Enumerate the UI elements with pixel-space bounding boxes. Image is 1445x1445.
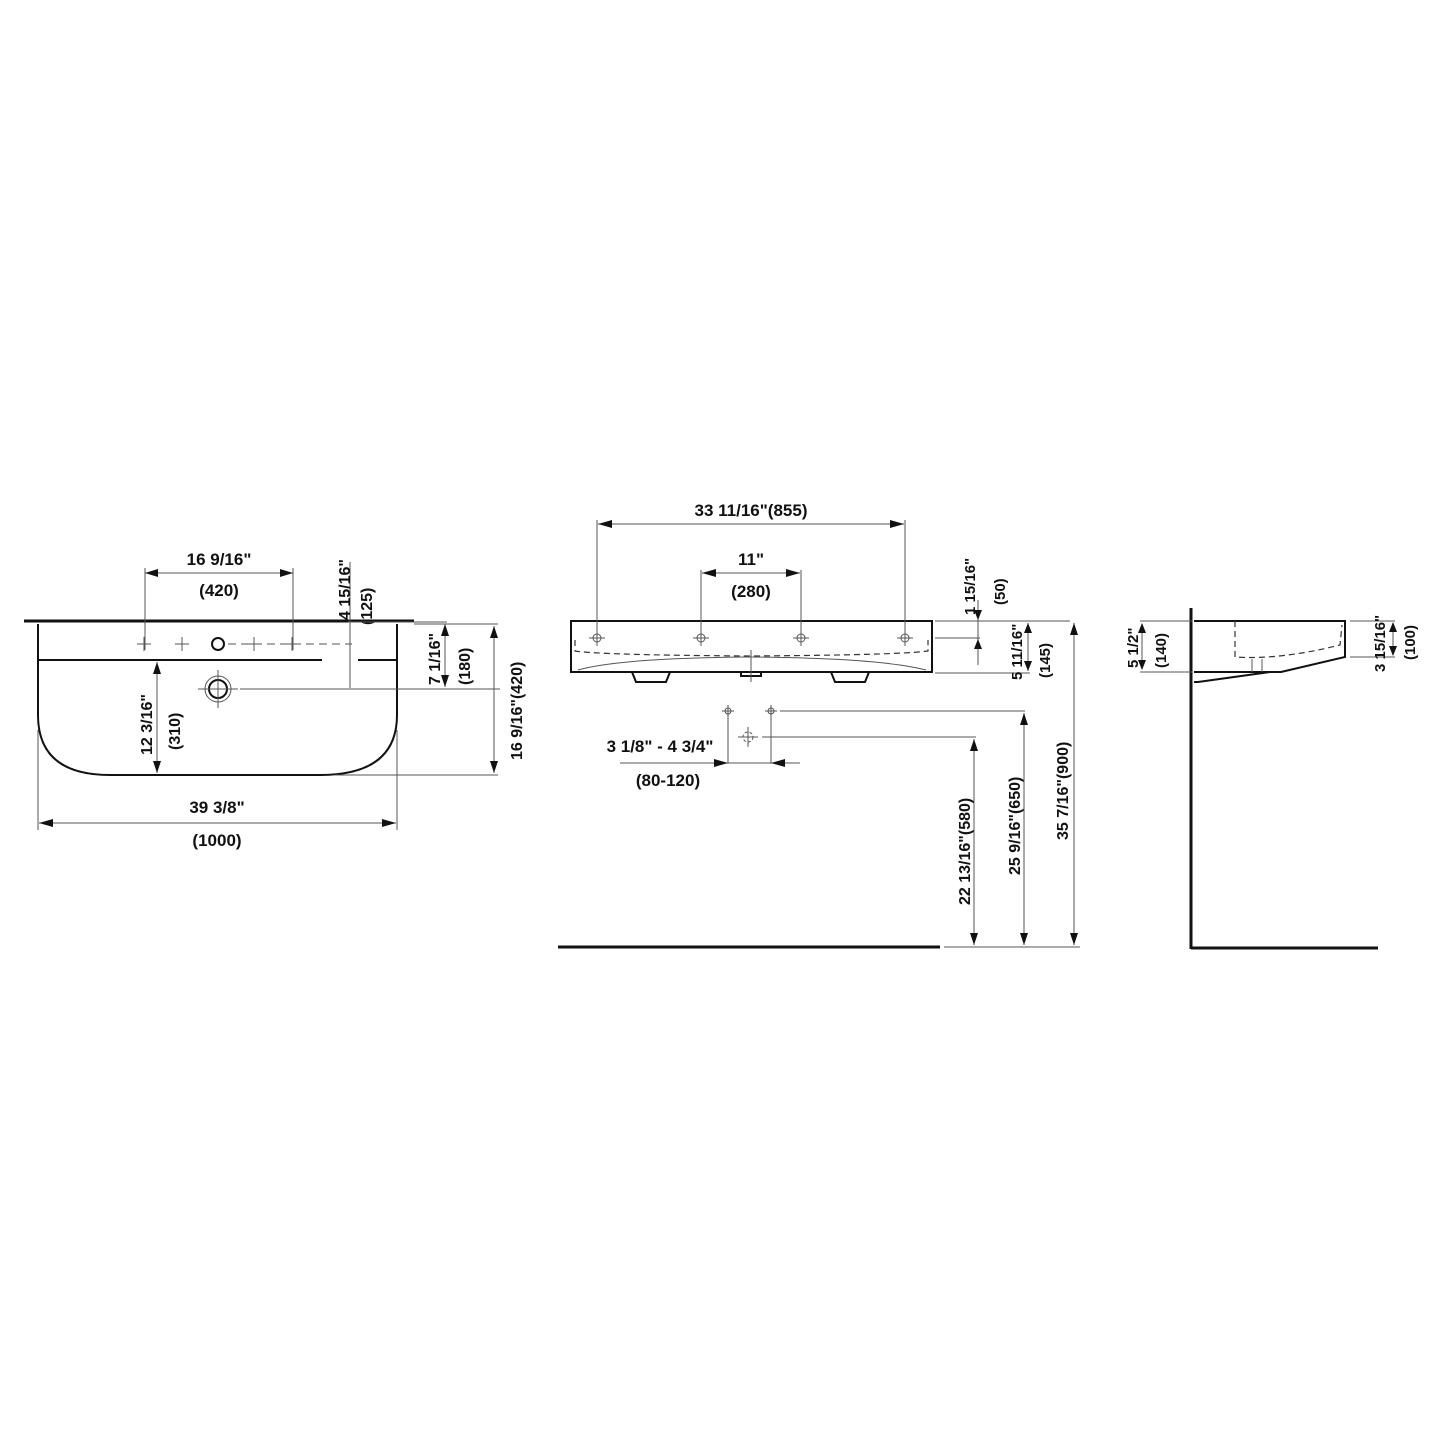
basin-side-outline	[1194, 620, 1346, 673]
side-total-height-inch: 5 1/2"	[1125, 628, 1142, 668]
side-front-height-mm: (100)	[1402, 625, 1419, 660]
basin-front-outline	[570, 620, 933, 673]
rim-height-label: 35 7/16"(900)	[1055, 742, 1072, 840]
bowl-height-inch: 5 11/16"	[1009, 624, 1026, 680]
drain-height-label: 22 13/16"(580)	[957, 798, 974, 905]
total-width-inch: 39 3/8"	[189, 798, 244, 817]
supply-height-label: 25 9/16"(650)	[1007, 777, 1024, 875]
inner-tap-spacing-mm: (280)	[731, 582, 771, 601]
tap-to-drain-mm: (180)	[457, 648, 474, 685]
faucet-spacing-mm: (420)	[199, 581, 239, 600]
total-width-mm: (1000)	[192, 831, 241, 850]
drain-to-front-mm: (310)	[167, 713, 184, 750]
top-view: 16 9/16" (420) 4 15/16" (125) 7 1/16" (1…	[24, 550, 526, 850]
outer-tap-spacing-label: 33 11/16"(855)	[695, 501, 808, 520]
side-total-height-mm: (140)	[1153, 633, 1170, 668]
supply-marks	[722, 705, 777, 747]
top-to-tap-hole-inch: 1 15/16"	[962, 558, 979, 615]
side-view: 5 1/2" (140) 3 15/16" (100)	[1125, 608, 1419, 950]
front-view: 33 11/16"(855) 11" (280) 1 15/16" (50) 5…	[558, 501, 1080, 949]
side-front-height-inch: 3 15/16"	[1372, 615, 1389, 672]
drain-to-front-inch: 12 3/16"	[139, 694, 156, 755]
faucet-spacing-inch: 16 9/16"	[187, 550, 252, 569]
inner-tap-spacing-inch: 11"	[738, 550, 764, 569]
top-to-tap-hole-mm: (50)	[992, 578, 1009, 605]
basin-outline	[37, 624, 398, 776]
bowl-height-mm: (145)	[1037, 643, 1054, 678]
total-depth-label: 16 9/16"(420)	[509, 662, 526, 760]
tap-hole-marks	[137, 637, 352, 651]
tap-to-drain-inch: 7 1/16"	[427, 633, 444, 685]
rim-to-tap-inch: 4 15/16"	[337, 559, 354, 620]
supply-spacing-inch: 3 1/8" - 4 3/4"	[607, 737, 714, 756]
tap-hole-marks	[589, 630, 913, 646]
supply-spacing-mm: (80-120)	[636, 771, 700, 790]
drain-icon	[198, 670, 500, 708]
rim-to-tap-mm: (125)	[359, 588, 376, 625]
